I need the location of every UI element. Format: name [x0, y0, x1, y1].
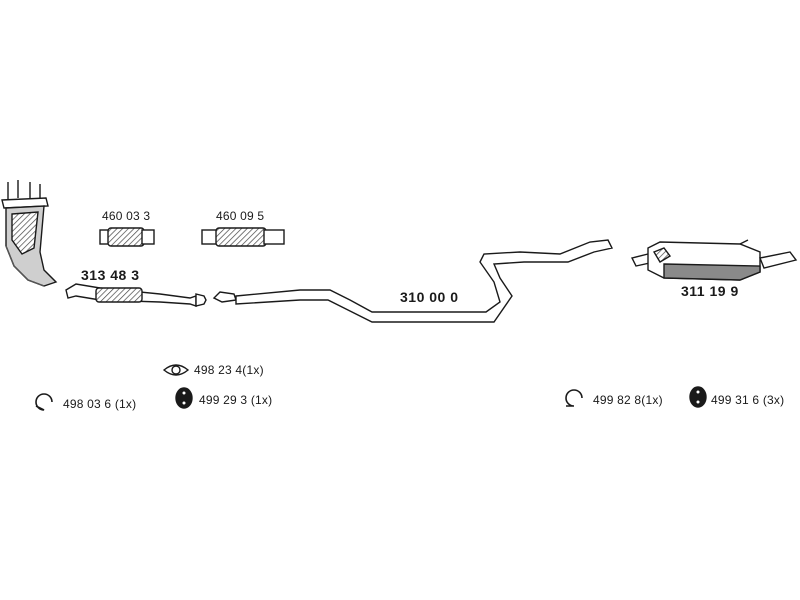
part-label-downpipe: 313 48 3	[81, 267, 140, 283]
accessory-label-hanger-rear: 499 31 6 (3x)	[711, 393, 785, 407]
middle-pipe-icon	[212, 239, 614, 323]
rubber-hanger-icon	[175, 387, 193, 409]
part-label-rear-silencer: 311 19 9	[681, 283, 739, 299]
clamp-icon	[565, 389, 583, 407]
accessory-label-clamp-rear: 499 82 8(1x)	[593, 393, 663, 407]
accessory-label-gasket: 498 23 4(1x)	[194, 363, 264, 377]
rubber-hanger-icon	[689, 386, 707, 408]
part-label-middle-pipe: 310 00 0	[400, 289, 459, 305]
gasket-icon	[162, 364, 190, 376]
rear-silencer-icon	[630, 239, 798, 281]
accessory-label-clamp-front: 498 03 6 (1x)	[63, 397, 137, 411]
part-label-flex-pipe-a: 460 03 3	[102, 209, 151, 223]
part-label-flex-pipe-b: 460 09 5	[216, 209, 265, 223]
flex-pipe-a-icon	[99, 227, 155, 247]
clamp-icon	[35, 393, 53, 411]
front-pipe-icon	[65, 283, 207, 307]
accessory-label-hanger-front: 499 29 3 (1x)	[199, 393, 273, 407]
flex-pipe-b-icon	[201, 227, 285, 247]
downpipe-with-catalyst-icon	[1, 180, 58, 287]
